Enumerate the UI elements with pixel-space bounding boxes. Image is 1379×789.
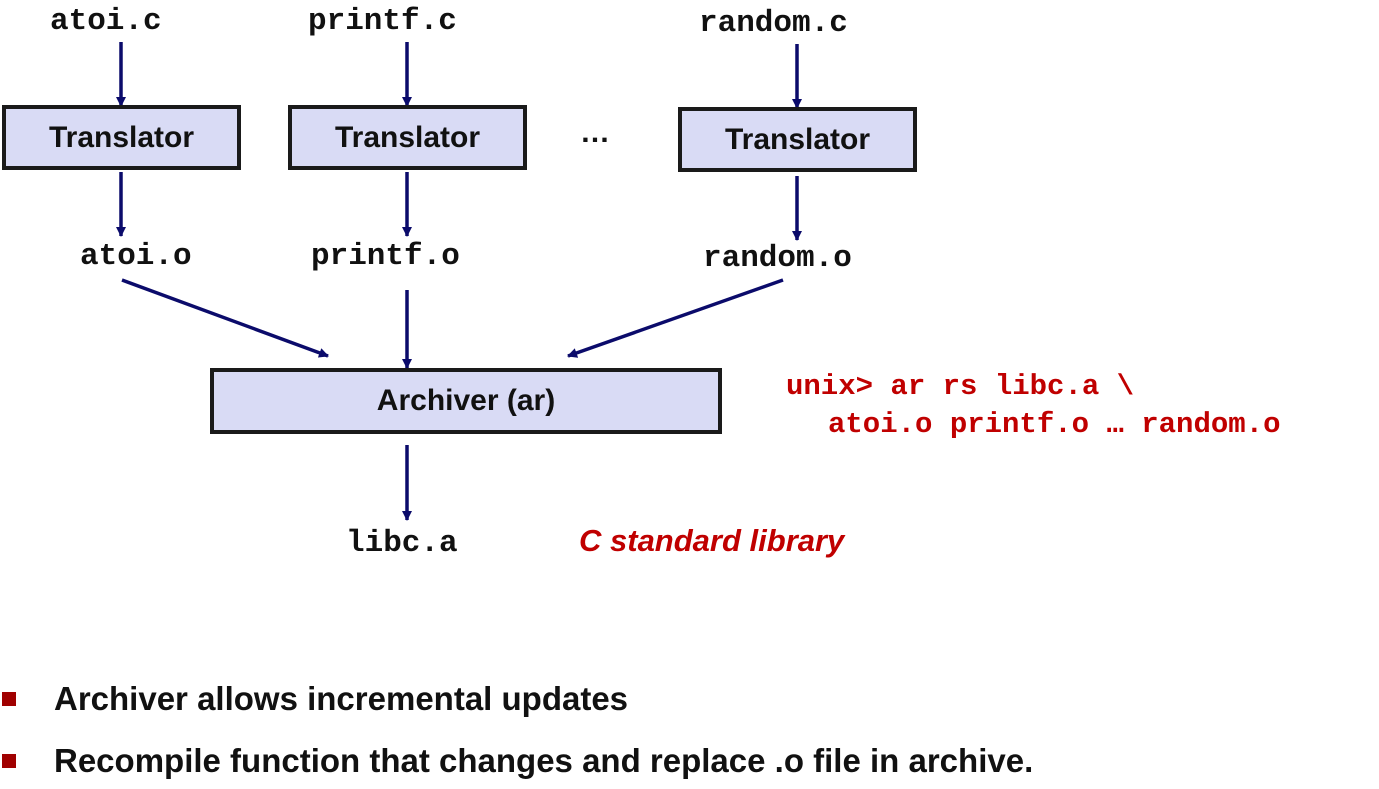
archiver-box: Archiver (ar) <box>210 368 722 434</box>
translator-label: Translator <box>724 122 871 156</box>
bullet-text-1: Archiver allows incremental updates <box>54 680 629 717</box>
object-file-printf-o: printf.o <box>311 239 460 274</box>
translator-box-printf: Translator <box>288 105 527 170</box>
translator-box-random: Translator <box>678 107 917 172</box>
object-file-atoi-o: atoi.o <box>80 239 192 274</box>
object-file-random-o: random.o <box>703 241 852 276</box>
arrow-random-o-to-archiver <box>567 278 784 358</box>
bullet-item-1: Archiver allows incremental updates <box>0 680 628 718</box>
command-line-2: atoi.o printf.o … random.o <box>828 408 1281 441</box>
bullet-square-icon <box>2 692 16 706</box>
ellipsis-more-files: … <box>580 116 610 149</box>
arrow-atoi-o-to-archiver <box>121 278 329 358</box>
source-file-atoi-c: atoi.c <box>50 4 162 39</box>
output-library-file: libc.a <box>346 526 458 561</box>
bullet-item-2: Recompile function that changes and repl… <box>0 742 1033 780</box>
command-line-1: unix> ar rs libc.a \ <box>786 370 1135 403</box>
translator-box-atoi: Translator <box>2 105 241 170</box>
translator-label: Translator <box>334 120 481 154</box>
source-file-printf-c: printf.c <box>308 4 457 39</box>
bullet-square-icon <box>2 754 16 768</box>
bullet-text-2: Recompile function that changes and repl… <box>54 742 1034 779</box>
output-library-note: C standard library <box>579 523 845 558</box>
source-file-random-c: random.c <box>699 6 848 41</box>
archiver-label: Archiver (ar) <box>376 384 556 417</box>
translator-label: Translator <box>48 120 195 154</box>
